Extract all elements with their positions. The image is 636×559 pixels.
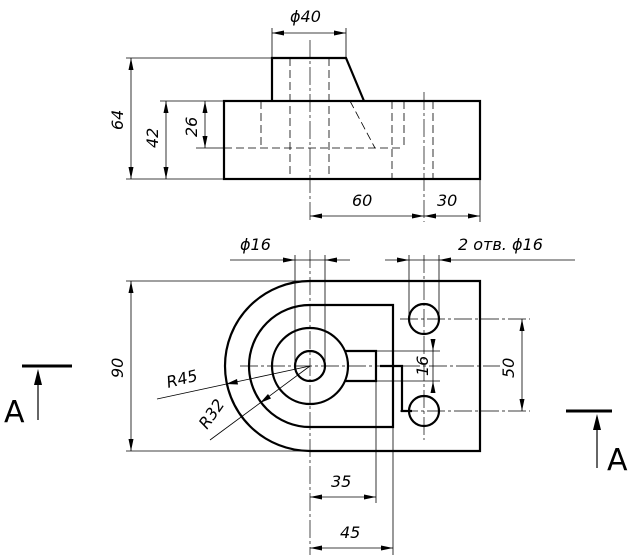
section-mark-right-label: A — [607, 443, 628, 478]
dim-height-26: 26 — [182, 101, 208, 148]
dim-horizontal-30: 30 — [424, 191, 480, 219]
front-center-lines — [309, 40, 425, 222]
front-boss-outline — [270, 56, 366, 102]
dim-radius-32-label: R32 — [195, 396, 229, 433]
dim-hole-16-label: ϕ16 — [240, 235, 271, 254]
dim-slot-16-label: 16 — [413, 356, 432, 376]
dim-diameter-40: ϕ40 — [271, 7, 347, 58]
front-view: ϕ40 64 42 26 — [108, 7, 482, 222]
dim-width-90: 90 — [108, 280, 310, 452]
top-view: ϕ16 2 отв. ϕ16 90 R45 — [108, 235, 575, 555]
section-mark-left: A — [4, 364, 72, 430]
dim-horizontal-60: 60 — [310, 191, 424, 219]
top-center-lines — [240, 250, 530, 555]
dim-width-90-label: 90 — [108, 358, 127, 378]
dim-horizontal-60-label: 60 — [352, 191, 372, 210]
dim-spacing-50: 50 — [499, 319, 525, 411]
section-cut-line — [380, 364, 412, 413]
dim-height-64: 64 — [108, 58, 134, 179]
dim-slot-16: 16 — [376, 339, 440, 393]
dim-pocket-length-45: 45 — [310, 427, 394, 555]
dim-height-64-label: 64 — [108, 110, 127, 130]
dim-diameter-40-label: ϕ40 — [290, 7, 321, 26]
top-inner-pocket — [247, 303, 395, 429]
dim-height-26-label: 26 — [182, 117, 201, 137]
dim-pocket-length-45-label: 45 — [340, 523, 360, 542]
dim-slot-length-35: 35 — [310, 381, 377, 503]
dim-hole-16: ϕ16 — [230, 235, 350, 366]
dim-horizontal-30-label: 30 — [437, 191, 457, 210]
dim-spacing-50-label: 50 — [499, 358, 518, 378]
section-mark-right: A — [566, 409, 628, 478]
front-base-outline — [222, 99, 482, 181]
dim-height-42-label: 42 — [143, 128, 162, 148]
dim-slot-length-35-label: 35 — [331, 472, 351, 491]
section-mark-left-label: A — [4, 395, 25, 430]
dim-radius-45: R45 — [156, 365, 311, 400]
dim-two-holes-label: 2 отв. ϕ16 — [458, 235, 543, 254]
dim-two-holes-16: 2 отв. ϕ16 — [385, 235, 575, 319]
front-hidden-lines — [224, 58, 434, 179]
dim-height-42: 42 — [143, 101, 169, 179]
top-outer-contour — [223, 279, 482, 453]
dim-radius-45-label: R45 — [164, 366, 199, 392]
